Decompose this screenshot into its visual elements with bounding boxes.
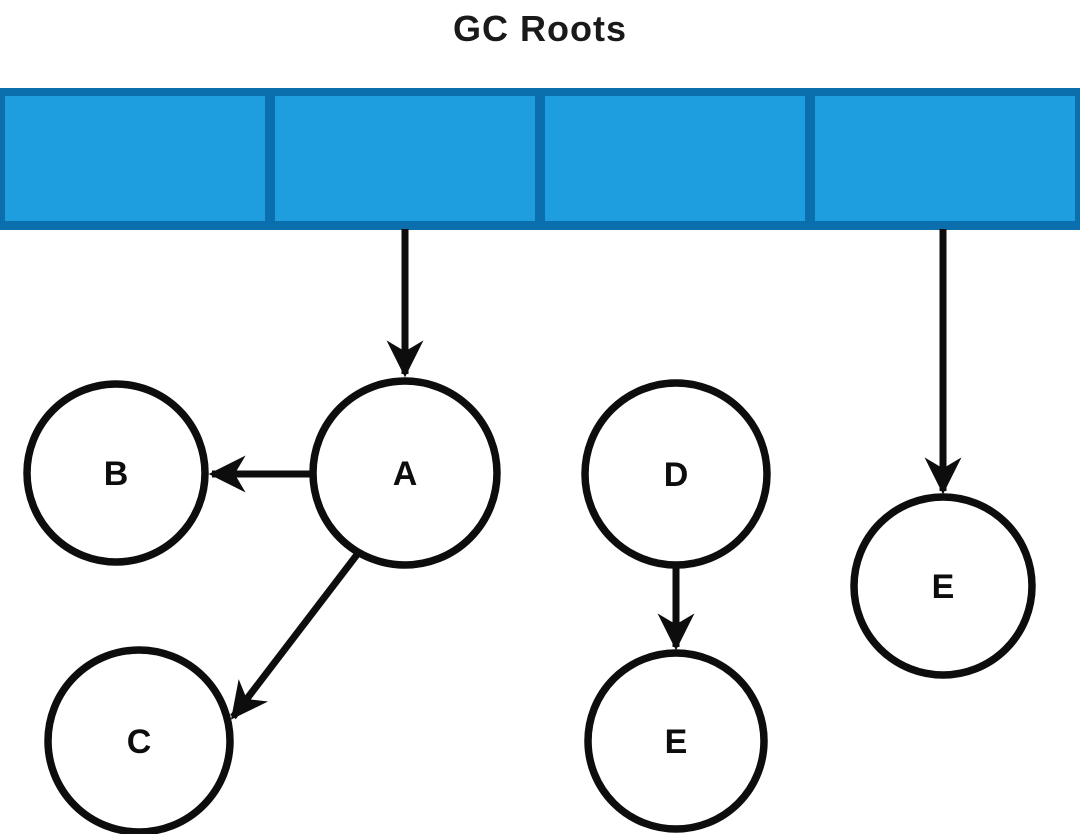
gc-root-cell-4 — [815, 96, 1075, 221]
node-circle-C — [44, 646, 234, 834]
node-circle-B — [23, 380, 209, 566]
node-circle-E-right — [850, 493, 1036, 679]
node-E-mid: E — [584, 649, 768, 833]
node-label-B: B — [104, 455, 129, 493]
node-circle-E-mid — [584, 649, 768, 833]
gc-root-cell-1 — [5, 96, 265, 221]
node-circle-A — [309, 377, 501, 569]
gc-root-cell-3 — [545, 96, 805, 221]
node-label-C: C — [127, 723, 152, 761]
node-A: A — [309, 377, 501, 569]
gc-root-cell-2 — [275, 96, 535, 221]
node-B: B — [23, 380, 209, 566]
gc-roots-bar — [0, 88, 1080, 230]
node-C: C — [44, 646, 234, 834]
node-label-E-mid: E — [665, 723, 688, 761]
node-D: D — [581, 379, 771, 569]
diagram-title: GC Roots — [453, 8, 627, 49]
node-label-A: A — [393, 455, 418, 493]
node-label-D: D — [664, 456, 689, 494]
node-label-E-right: E — [932, 568, 955, 606]
edge-A-to-C — [230, 549, 362, 720]
node-E-right: E — [850, 493, 1036, 679]
node-circle-D — [581, 379, 771, 569]
